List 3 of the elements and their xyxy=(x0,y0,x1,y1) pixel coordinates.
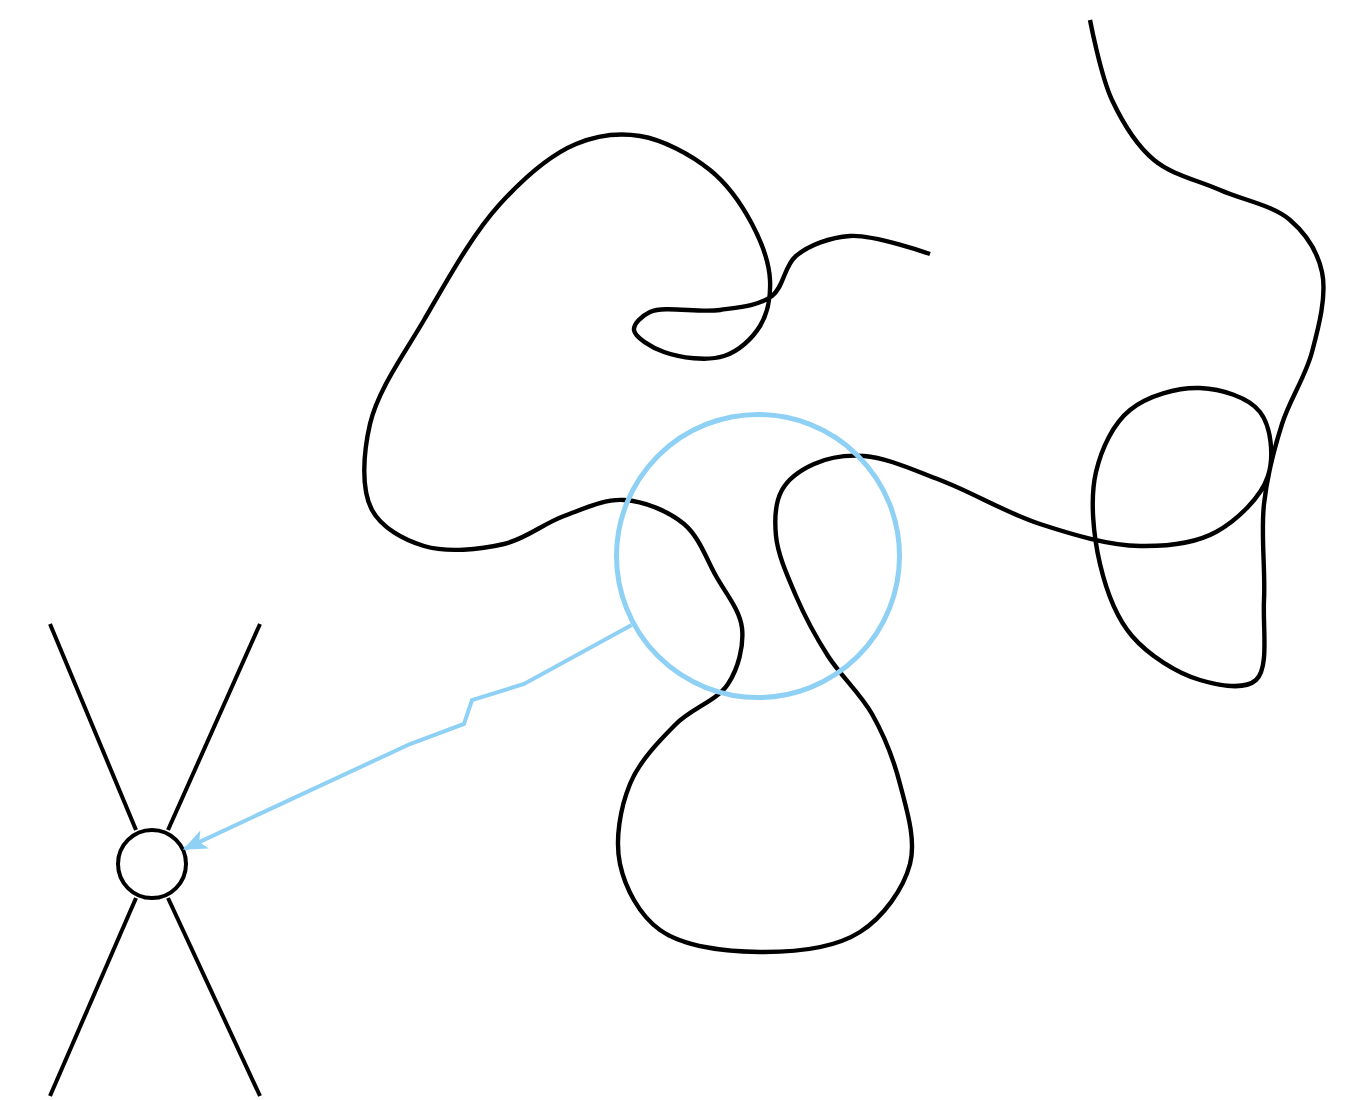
vertex-circle xyxy=(116,828,188,900)
highlight-circle xyxy=(614,412,902,700)
arrow xyxy=(182,623,633,851)
